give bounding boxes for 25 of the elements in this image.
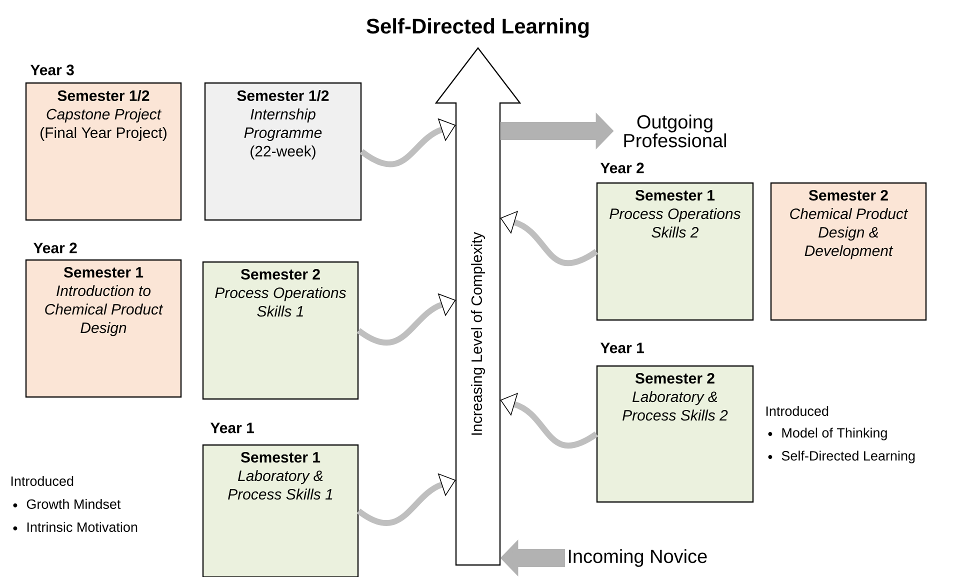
note-heading: Introduced — [766, 406, 828, 416]
course-box: Semester 1/2 Capstone Project (Final Year Project) — [25, 82, 182, 221]
course-box: Semester 2 Chemical Product Design & Development — [770, 182, 927, 321]
year-label: Year 3 — [30, 64, 74, 76]
year-label: Year 1 — [210, 422, 254, 434]
year-label: Year 1 — [600, 342, 644, 354]
course-box: Semester 2 Laboratory & Process Skills 2 — [596, 365, 754, 503]
bullet-item: Model of Thinking — [768, 428, 887, 440]
arrow — [356, 473, 456, 526]
year-label: Year 2 — [600, 162, 644, 174]
course-box: Semester 2 Process Operations Skills 1 — [202, 261, 359, 400]
arrow — [360, 118, 456, 168]
bullet-item: Growth Mindset — [13, 499, 121, 509]
bullet-item: Intrinsic Motivation — [13, 522, 138, 532]
stage-label: Outgoing Professional — [624, 114, 726, 148]
note-heading: Introduced — [11, 476, 74, 486]
course-box: Semester 1 Introduction to Chemical Product Design — [25, 259, 182, 398]
title: Self-Directed Learning — [366, 18, 589, 38]
year-label: Year 2 — [33, 242, 77, 254]
arrow — [356, 293, 456, 346]
course-box: Semester 1/2 Internship Programme (22-week) — [204, 82, 362, 221]
bullet-item: Self-Directed Learning — [768, 450, 915, 464]
stage-label: Incoming Novice — [568, 549, 707, 567]
course-box: Semester 1 Laboratory & Process Skills 1 — [202, 444, 359, 577]
course-box: Semester 1 Process Operations Skills 2 — [596, 182, 754, 321]
